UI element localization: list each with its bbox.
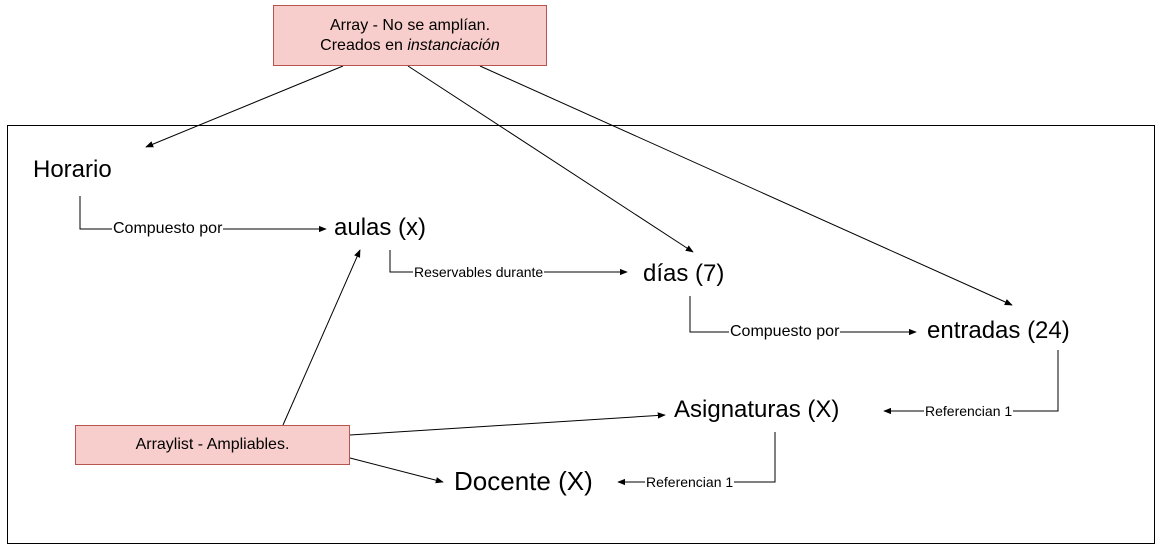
array-note-line2-emphasis: instanciación [407, 36, 500, 54]
arrow-array-to-entradas [479, 65, 1013, 306]
node-asignaturas: Asignaturas (X) [674, 396, 840, 423]
label-asignaturas-docente: Referencian 1 [645, 473, 735, 491]
node-aulas: aulas (x) [334, 214, 427, 241]
node-docente: Docente (X) [454, 466, 593, 496]
node-horario: Horario [33, 156, 112, 183]
arrow-array-to-horario [145, 65, 344, 148]
arraylist-note: Arraylist - Ampliables. [75, 425, 350, 465]
node-dias: días (7) [643, 260, 725, 287]
arrow-arraylist-to-docente [349, 457, 444, 484]
node-entradas: entradas (24) [927, 317, 1070, 344]
array-note-line1: Array - No se amplían. [329, 16, 491, 34]
array-note-line2-prefix: Creados en [320, 36, 408, 54]
label-dias-entradas: Compuesto por [729, 323, 841, 341]
edge-horario-aulas [79, 196, 327, 233]
label-entradas-asignaturas: Referencian 1 [924, 402, 1014, 420]
container-frame [7, 125, 1155, 544]
label-horario-aulas: Compuesto por [112, 220, 224, 238]
arrow-array-to-dias [407, 65, 694, 253]
arrow-arraylist-to-asignaturas [349, 412, 666, 436]
arraylist-note-text: Arraylist - Ampliables. [135, 436, 290, 453]
edge-aulas-dias [389, 250, 628, 276]
array-note-line2: Creados en instanciación [320, 36, 500, 56]
edge-dias-entradas [689, 296, 917, 336]
arrow-arraylist-to-aulas [282, 249, 361, 426]
array-note: Array - No se amplían. Creados en instan… [273, 5, 547, 66]
label-aulas-dias: Reservables durante [413, 263, 545, 281]
